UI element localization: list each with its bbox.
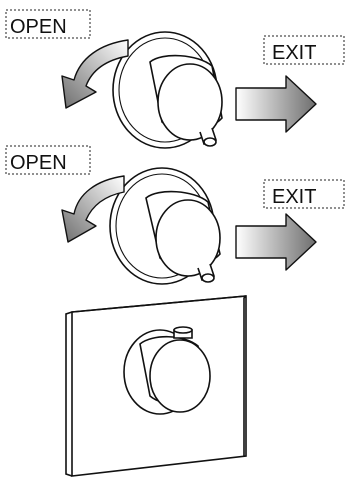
open-label-top-text: OPEN: [10, 16, 67, 38]
valve-top: [112, 31, 223, 149]
exit-label-middle-text: EXIT: [272, 186, 316, 208]
exit-arrow-top-icon: [235, 75, 317, 133]
exit-label-middle: EXIT: [263, 179, 345, 209]
step-3-group: [65, 295, 247, 477]
step-1-group: OPEN EXIT: [5, 9, 345, 149]
open-label-top: OPEN: [5, 9, 91, 39]
valve-middle: [109, 167, 221, 285]
rotation-arrow-middle-icon: [61, 175, 125, 243]
exit-arrow-middle-icon: [235, 213, 317, 271]
exit-label-top: EXIT: [263, 35, 345, 65]
open-label-middle-text: OPEN: [10, 152, 67, 174]
step-2-group: OPEN EXIT: [5, 145, 345, 285]
exit-label-top-text: EXIT: [272, 42, 316, 64]
rotation-arrow-top-icon: [61, 39, 129, 109]
plate-knob: [123, 326, 211, 415]
open-label-middle: OPEN: [5, 145, 91, 175]
